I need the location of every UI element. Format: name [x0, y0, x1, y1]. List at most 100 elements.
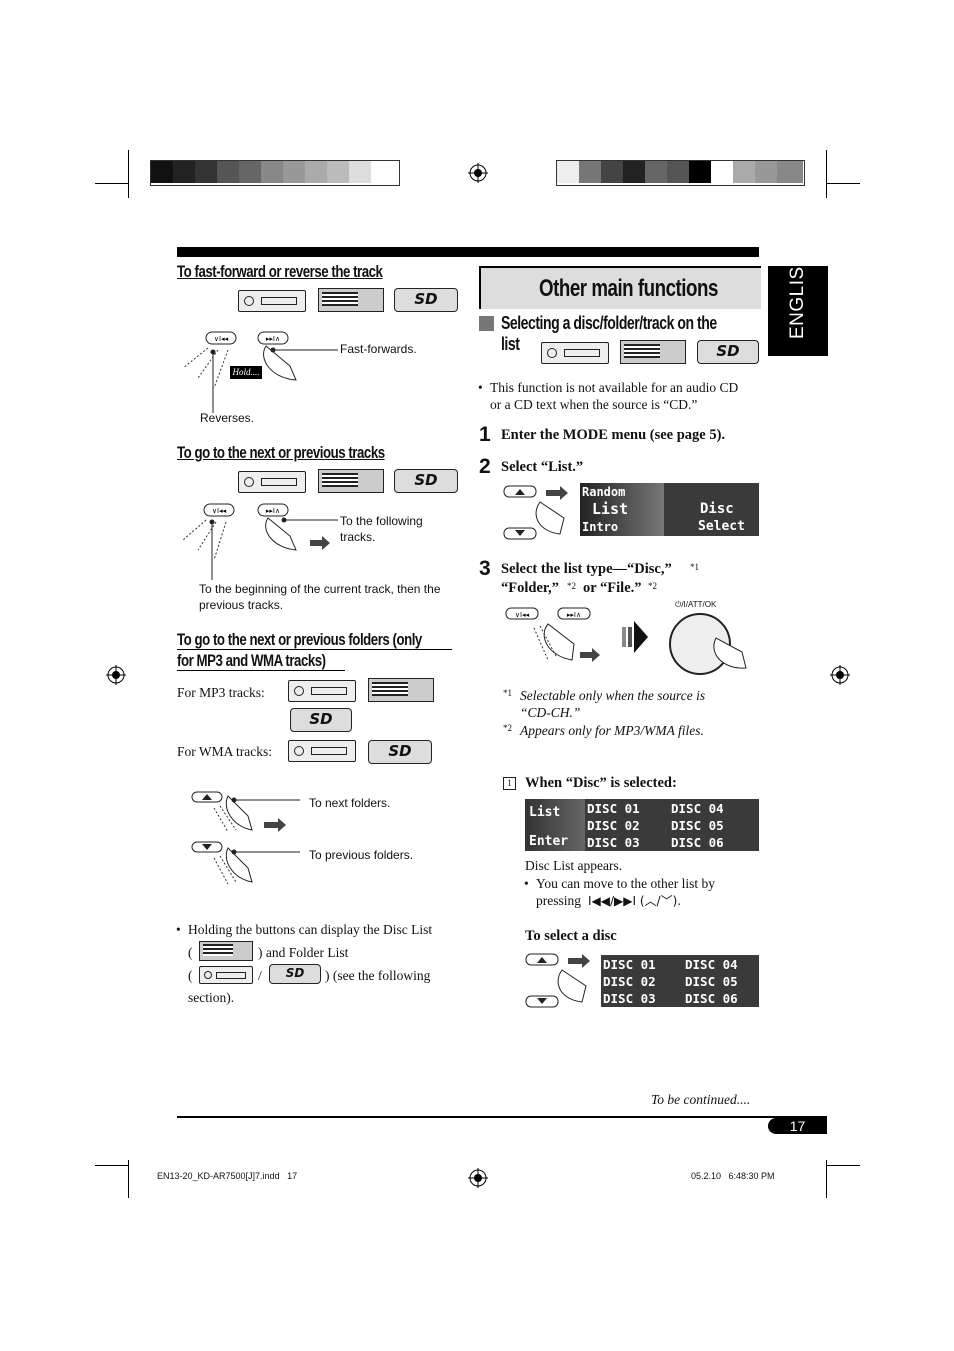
when-disc-selected: When “Disc” is selected:	[525, 775, 677, 791]
registration-mark-icon	[468, 163, 488, 183]
footnote-mark-2: *2	[648, 581, 657, 591]
svg-text:∨I◂◂: ∨I◂◂	[212, 507, 227, 515]
language-tab: ENGLISH	[768, 252, 828, 356]
lcd-disc-05: DISC 05	[685, 974, 738, 989]
footnote-1-mark: *1	[503, 688, 512, 698]
next-step-arrow-icon	[622, 621, 648, 653]
underline	[177, 670, 345, 671]
lcd-intro: Intro	[582, 520, 619, 534]
knob-label: ⏻/I/ATT/OK	[675, 600, 717, 609]
lcd-disc-select-display: DISC 01 DISC 02 DISC 03 DISC 04 DISC 05 …	[601, 955, 759, 1007]
registration-mark-icon	[468, 1168, 488, 1188]
section-title-folders-line1: To go to the next or previous folders (o…	[177, 630, 422, 649]
mp3-tracks-label: For MP3 tracks:	[177, 685, 265, 700]
folder-buttons-diagram-icon	[191, 791, 300, 885]
page-number: 17	[768, 1118, 827, 1134]
up-down-buttons-diagram-icon	[525, 953, 590, 1008]
footnote-2-text: Appears only for MP3/WMA files.	[520, 723, 704, 738]
prev-folders-label: To previous folders.	[309, 848, 414, 862]
language-tab-label: ENGLISH	[787, 252, 808, 339]
cd-changer-source-icon	[199, 941, 253, 961]
sd-source-icon: SD	[269, 964, 321, 984]
lcd-disc-01: DISC 01	[587, 801, 640, 816]
disc-list-appears: Disc List appears.	[525, 858, 623, 873]
sd-source-icon: SD	[394, 288, 458, 312]
footer-date: 05.2.10 6:48:30 PM	[691, 1171, 775, 1181]
skip-buttons-diagram-icon: ∨I◂◂ ▸▸I∧	[505, 607, 600, 662]
hold-note-line2: ) and Folder List	[258, 945, 349, 960]
cd-changer-source-icon	[620, 340, 686, 364]
crop-mark	[95, 183, 129, 184]
crop-mark	[826, 1160, 827, 1198]
registration-mark-icon	[106, 665, 126, 685]
sd-source-icon: SD	[697, 340, 759, 364]
next-folders-label: To next folders.	[309, 796, 391, 810]
subtitle-line2: list	[501, 334, 520, 354]
lcd-disc-06: DISC 06	[671, 835, 724, 850]
next-track-label: To the following tracks.	[340, 514, 423, 544]
lcd-select: Select	[698, 519, 745, 534]
step-2-text: Select “List.”	[501, 459, 584, 475]
step-3-number: 3	[479, 557, 491, 580]
bottom-rule	[177, 1116, 827, 1118]
underline	[177, 649, 452, 650]
hold-note-line1: Holding the buttons can display the Disc…	[176, 921, 432, 938]
footnote-2-mark: *2	[503, 723, 512, 733]
cd-source-icon	[288, 740, 356, 762]
cd-changer-source-icon	[318, 288, 384, 312]
crop-mark	[826, 150, 827, 198]
cd-source-icon	[238, 471, 306, 493]
sd-source-icon: SD	[368, 740, 432, 764]
main-title: Other main functions	[539, 275, 718, 302]
hold-note-paren-open: (	[188, 945, 193, 960]
cd-changer-source-icon	[368, 678, 434, 702]
to-be-continued: To be continued....	[651, 1092, 751, 1107]
section-title-folders-line2: for MP3 and WMA tracks)	[177, 651, 326, 670]
step-3-text-a: Select the list type—“Disc,”	[501, 561, 672, 577]
step-2-number: 2	[479, 455, 491, 478]
to-select-disc: To select a disc	[525, 928, 617, 944]
control-knob-icon	[669, 613, 747, 675]
crop-mark	[95, 1165, 129, 1166]
svg-text:∨I◂◂: ∨I◂◂	[214, 335, 229, 343]
section-title-fast-forward: To fast-forward or reverse the track	[177, 262, 383, 281]
main-title-box: Other main functions	[479, 266, 761, 309]
footnote-1-line1: Selectable only when the source is	[520, 688, 706, 703]
availability-note-line2: or a CD text when the source is “CD.”	[490, 397, 698, 412]
lcd-disc-02: DISC 02	[603, 974, 656, 989]
svg-text:▸▸I∧: ▸▸I∧	[567, 611, 581, 619]
gray-color-bar-right	[556, 160, 805, 186]
move-note-line2: pressing	[536, 893, 581, 908]
hold-note-line4: section).	[188, 990, 235, 1005]
up-down-buttons-diagram-icon	[503, 485, 568, 540]
lcd-disc-06: DISC 06	[685, 991, 738, 1006]
hand-press-diagram-icon: ∨I◂◂ ▸▸I∧	[182, 331, 338, 413]
move-note-line1: You can move to the other list by	[524, 875, 715, 892]
crop-mark	[128, 1160, 129, 1198]
section-title-next-prev-tracks: To go to the next or previous tracks	[177, 443, 385, 462]
footnote-mark-2: *2	[567, 581, 576, 591]
lcd-disc-list-display: List Enter DISC 01 DISC 02 DISC 03 DISC …	[525, 799, 759, 851]
lcd-disc-01: DISC 01	[603, 957, 656, 972]
hold-note-paren-open2: (	[188, 968, 193, 983]
prev-track-label: To the beginning of the current track, t…	[199, 582, 441, 612]
cd-source-icon	[238, 290, 306, 312]
lcd-list-label: List	[529, 805, 561, 820]
crop-mark	[128, 150, 129, 198]
lcd-disc-03: DISC 03	[603, 991, 656, 1006]
sd-source-icon: SD	[394, 469, 458, 493]
gray-color-bar-left	[150, 160, 400, 186]
lcd-list: List	[592, 500, 629, 518]
svg-text:∨I◂◂: ∨I◂◂	[515, 611, 530, 619]
lcd-disc: Disc	[700, 501, 734, 517]
cd-source-icon	[288, 680, 356, 702]
registration-mark-icon	[830, 665, 850, 685]
lcd-disc-03: DISC 03	[587, 835, 640, 850]
step-1-number: 1	[479, 423, 491, 446]
substep-number: 1	[503, 777, 516, 790]
crop-mark	[826, 1165, 860, 1166]
lcd-disc-05: DISC 05	[671, 818, 724, 833]
hold-note-line3: ) (see the following	[325, 968, 431, 983]
svg-text:▸▸I∧: ▸▸I∧	[266, 507, 280, 515]
cd-changer-source-icon	[318, 469, 384, 493]
